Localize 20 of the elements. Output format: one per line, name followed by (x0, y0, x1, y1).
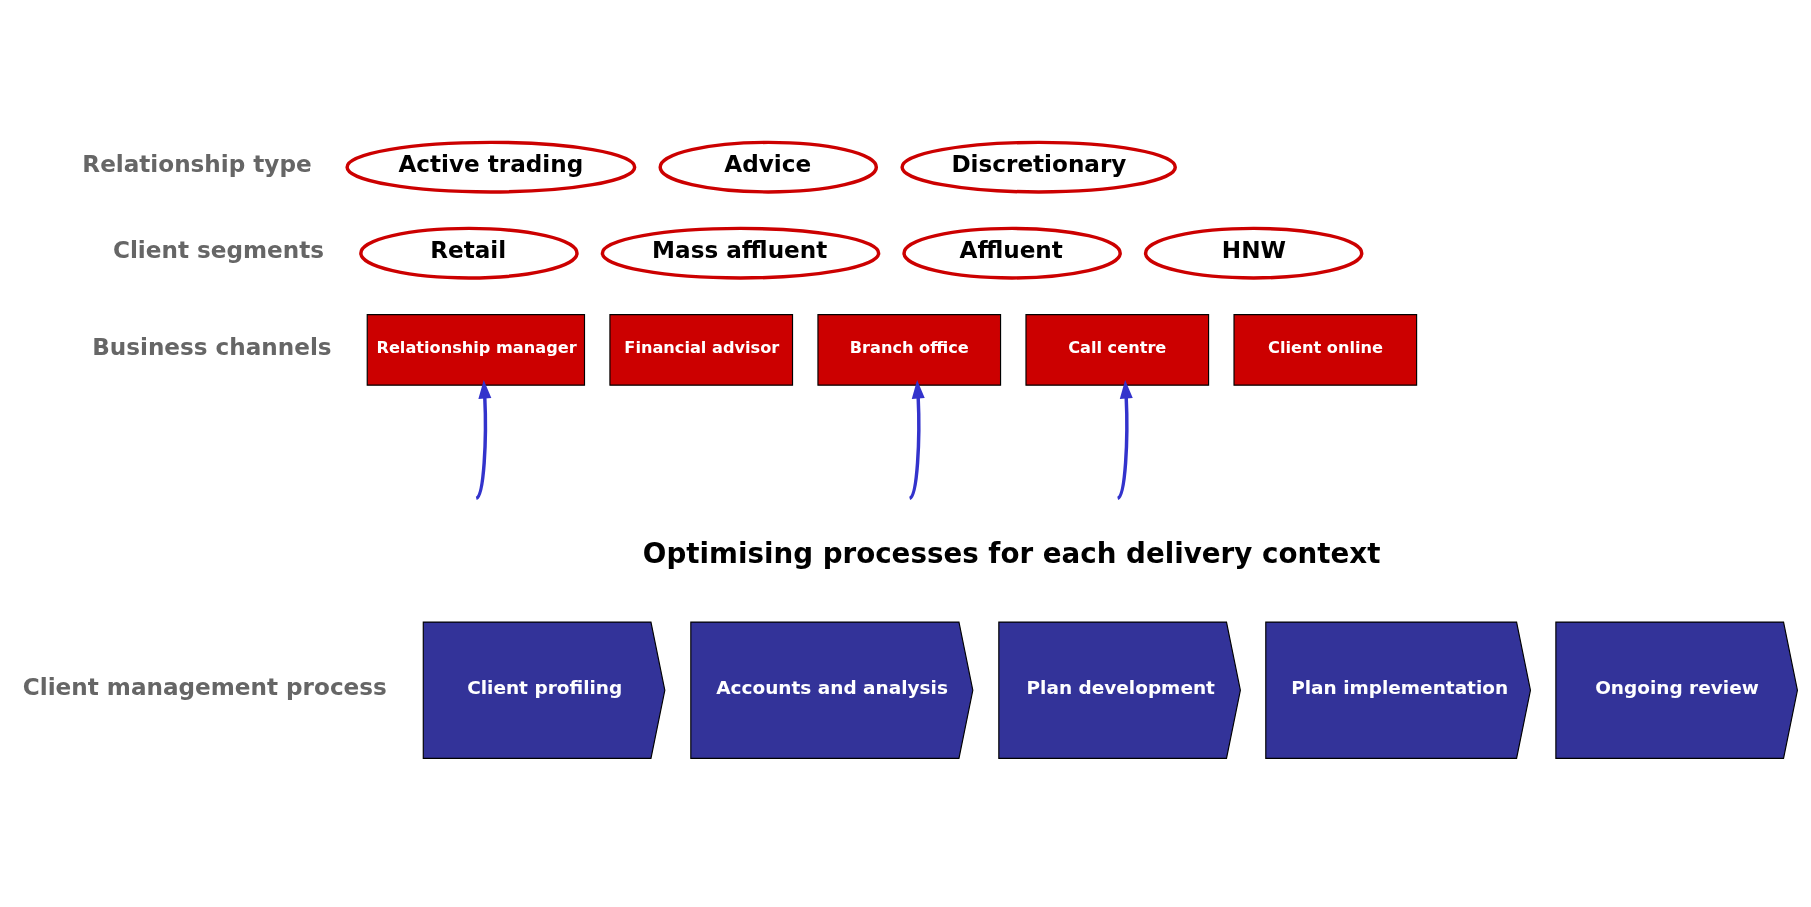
label: Client segments (112, 236, 324, 263)
node-box: Call centre (1025, 313, 1210, 386)
node-ellipse: Mass affluent (600, 226, 881, 280)
node-ellipse: Discretionary (900, 140, 1177, 194)
node-box: Financial advisor (609, 313, 794, 386)
node-ellipse: HNW (1143, 226, 1364, 280)
label: Business channels (92, 333, 332, 360)
node-ellipse: Retail (359, 226, 579, 280)
node-ellipse: Advice (658, 140, 879, 194)
arrow (1116, 379, 1133, 500)
arrow (475, 379, 492, 500)
label: Optimising processes for each delivery context (642, 536, 1381, 570)
node-ellipse: Affluent (902, 226, 1122, 280)
node-box: Relationship manager (366, 313, 586, 386)
node-box: Branch office (817, 313, 1002, 386)
label: Client management process (22, 673, 387, 700)
label: Relationship type (82, 150, 312, 177)
node-box: Client online (1233, 313, 1418, 386)
node-ellipse: Active trading (345, 140, 637, 194)
arrow (908, 379, 925, 500)
